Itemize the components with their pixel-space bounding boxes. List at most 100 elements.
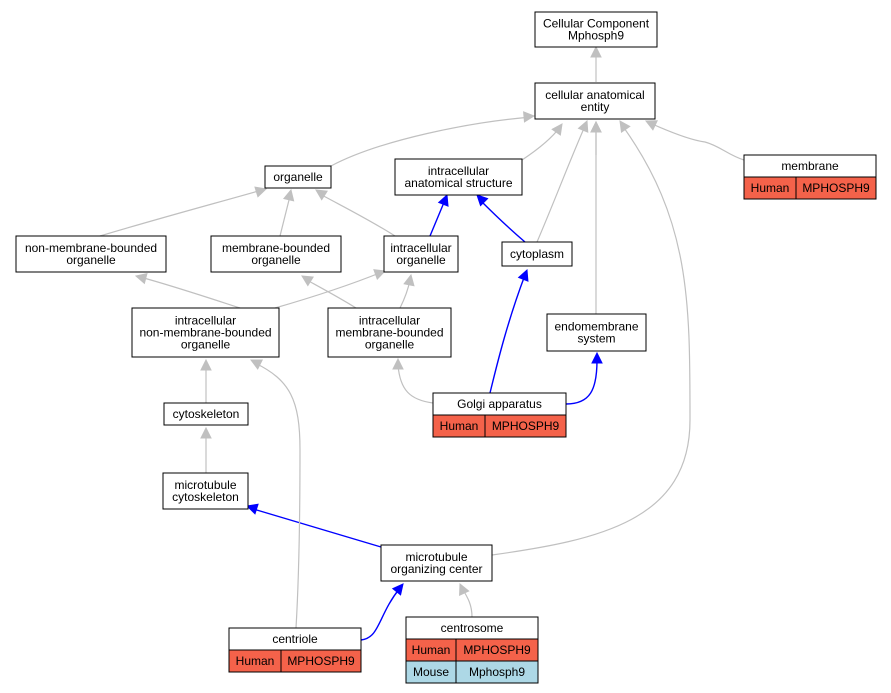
- term-label-line: non-membrane-bounded: [25, 241, 157, 255]
- term-label-line: cytoplasm: [510, 247, 564, 261]
- term-box: [534, 11, 658, 48]
- is-a-edge: [491, 124, 691, 556]
- edge-arrowhead: [476, 194, 489, 207]
- is-a-edge: [649, 122, 745, 161]
- gene-cell: [280, 649, 362, 673]
- edge-arrowhead: [590, 120, 602, 133]
- edge-arrowhead: [134, 273, 148, 285]
- term-label-line: intracellular: [390, 241, 451, 255]
- term-label-line: centriole: [272, 632, 318, 646]
- term-label-line: Cellular Component: [543, 17, 650, 31]
- is-a-edge: [330, 116, 533, 167]
- gene-cell: [455, 660, 539, 684]
- part-of-edge: [429, 199, 446, 237]
- edge-arrowhead: [403, 273, 415, 287]
- gene-label: Mphosph9: [469, 665, 525, 679]
- is-a-edge: [397, 364, 434, 404]
- term-label-line: organelle: [396, 253, 446, 267]
- term-label-line: membrane-bounded: [335, 326, 443, 340]
- term-label-line: microtubule: [405, 550, 467, 564]
- species-label: Human: [440, 419, 479, 433]
- term-box: [534, 82, 656, 120]
- term-box: [163, 402, 249, 426]
- term-label-line: intracellular: [359, 314, 420, 328]
- is-a-edge: [319, 193, 396, 237]
- term-node-intracellular-non-membrane-bounded-organelle[interactable]: intracellularnon-membrane-boundedorganel…: [131, 307, 280, 358]
- term-box: [15, 235, 167, 273]
- term-node-organelle[interactable]: organelle: [264, 165, 332, 189]
- part-of-edge: [249, 507, 382, 548]
- edge-arrowhead: [301, 275, 314, 287]
- is-a-edge: [99, 189, 263, 237]
- term-box: [394, 158, 523, 196]
- edge-arrowhead: [250, 359, 263, 370]
- gene-cell: [795, 176, 877, 200]
- part-of-edge: [565, 359, 598, 405]
- is-a-edge: [279, 195, 291, 237]
- term-label-line: centrosome: [441, 621, 504, 635]
- term-box: [131, 307, 280, 358]
- term-label-line: cytoskeleton: [173, 407, 240, 421]
- part-of-edge: [360, 587, 401, 641]
- edge-arrowhead: [644, 120, 658, 131]
- is-a-edge: [536, 125, 586, 243]
- edge-arrowhead: [200, 426, 212, 439]
- edge-layer: [99, 45, 745, 641]
- term-box: [327, 307, 452, 358]
- term-label-line: organelle: [251, 253, 301, 267]
- species-label: Human: [412, 643, 451, 657]
- is-a-edge: [521, 126, 561, 161]
- edge-arrowhead: [619, 120, 631, 133]
- term-box: [210, 235, 342, 273]
- term-box: [546, 313, 647, 352]
- edge-arrowhead: [577, 119, 589, 133]
- term-node-cytoskeleton[interactable]: cytoskeleton: [163, 402, 249, 426]
- annotation-row[interactable]: Human MPHOSPH9: [743, 176, 877, 200]
- term-node-cytoplasm[interactable]: cytoplasm: [501, 241, 573, 267]
- edge-arrowhead: [591, 351, 603, 364]
- edge-arrowhead: [254, 186, 268, 198]
- edge-arrowhead: [551, 123, 563, 136]
- edge-arrowhead: [245, 503, 259, 515]
- edge-arrowhead: [315, 189, 328, 201]
- edge-arrowhead: [459, 582, 470, 596]
- annotation-row[interactable]: Human MPHOSPH9: [432, 414, 567, 438]
- edge-arrowhead: [437, 193, 449, 207]
- gene-label: MPHOSPH9: [492, 419, 560, 433]
- species-label: Human: [751, 181, 790, 195]
- term-label-line: intracellular: [175, 314, 236, 328]
- edge-arrowhead: [392, 357, 404, 370]
- term-label-line: endomembrane: [554, 320, 638, 334]
- term-label-line: membrane-bounded: [222, 241, 330, 255]
- part-of-edge: [479, 199, 526, 243]
- term-label-line: organelle: [181, 338, 231, 352]
- term-label-line: organizing center: [390, 562, 482, 576]
- term-label-line: microtubule: [174, 478, 236, 492]
- term-label-line: cytoskeleton: [172, 490, 239, 504]
- is-a-edge: [274, 271, 383, 309]
- is-a-edge: [139, 276, 241, 309]
- gene-label: MPHOSPH9: [802, 181, 870, 195]
- term-box: [380, 544, 493, 582]
- species-label: Human: [236, 654, 275, 668]
- term-label-line: intracellular: [428, 164, 489, 178]
- edge-arrowhead: [590, 45, 602, 58]
